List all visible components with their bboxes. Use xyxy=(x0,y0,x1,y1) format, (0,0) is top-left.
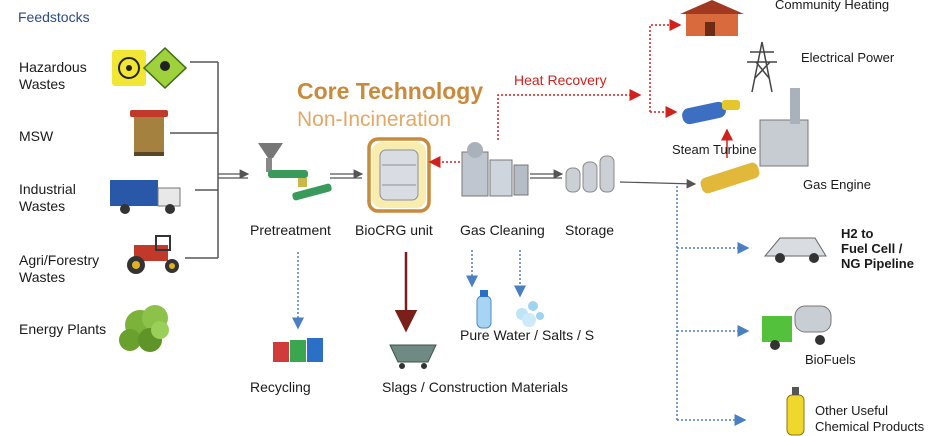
feedstock-msw-label: MSW xyxy=(19,128,54,144)
biohazard-icon xyxy=(112,50,146,86)
core-technology-subtitle: Non-Incineration xyxy=(297,108,452,131)
community-heating-label: Community Heating xyxy=(775,0,890,12)
feedstock-industrial-label: Industrial Wastes xyxy=(19,181,76,214)
tree-icon xyxy=(119,305,169,352)
gas-engine-label: Gas Engine xyxy=(803,177,871,192)
feedstock-energy-plants-label: Energy Plants xyxy=(19,321,107,337)
steam-turbine-label: Steam Turbine xyxy=(672,142,757,157)
toxic-icon xyxy=(142,46,188,90)
recycling-label: Recycling xyxy=(250,379,311,395)
feedstocks-title: Feedstocks xyxy=(18,9,90,25)
gas-cylinder-icon xyxy=(786,387,805,436)
slag-cart-icon xyxy=(389,344,437,369)
feedstock-bracket xyxy=(170,61,219,259)
chemical-products-label: Other Useful Chemical Products xyxy=(815,403,925,434)
house-icon xyxy=(680,0,744,36)
trash-bin-icon xyxy=(130,110,168,156)
feedstock-agri-label: Agri/Forestry Wastes xyxy=(19,252,100,285)
biocrg-label: BioCRG unit xyxy=(355,222,433,238)
biocrg-reactor-icon xyxy=(367,137,431,213)
gas-cleaning-label: Gas Cleaning xyxy=(460,222,545,238)
tractor-icon xyxy=(127,235,179,274)
storage-label: Storage xyxy=(565,222,615,238)
core-technology-title: Core Technology xyxy=(297,78,484,104)
main-flow-arrows xyxy=(218,169,697,189)
heat-recovery-label: Heat Recovery xyxy=(514,72,607,88)
heat-recovery-arrows xyxy=(428,19,682,168)
tanker-truck-icon xyxy=(762,305,832,350)
gas-engine-icon xyxy=(700,88,809,194)
shredder-conveyor-icon xyxy=(258,143,332,201)
recycling-bins-icon xyxy=(273,338,323,362)
slags-label: Slags / Construction Materials xyxy=(382,379,568,395)
steam-turbine-icon xyxy=(682,100,740,125)
biofuels-label: BioFuels xyxy=(805,352,856,367)
power-pylon-icon xyxy=(747,41,777,93)
pretreatment-label: Pretreatment xyxy=(250,222,331,238)
pure-water-label: Pure Water / Salts / S xyxy=(460,327,595,343)
feedstock-hazardous-label: Hazardous Wastes xyxy=(19,59,87,92)
byproduct-arrows xyxy=(292,186,750,426)
h2-fuel-cell-label: H2 to Fuel Cell / NG Pipeline xyxy=(841,226,914,271)
electrical-power-label: Electrical Power xyxy=(801,50,895,65)
water-bottle-icon xyxy=(476,290,492,329)
garbage-truck-icon xyxy=(110,180,181,214)
storage-tanks-icon xyxy=(565,155,615,193)
fuel-cell-car-icon xyxy=(763,237,827,263)
gas-cleaning-plant-icon xyxy=(461,142,529,197)
water-splash-icon xyxy=(516,301,544,327)
